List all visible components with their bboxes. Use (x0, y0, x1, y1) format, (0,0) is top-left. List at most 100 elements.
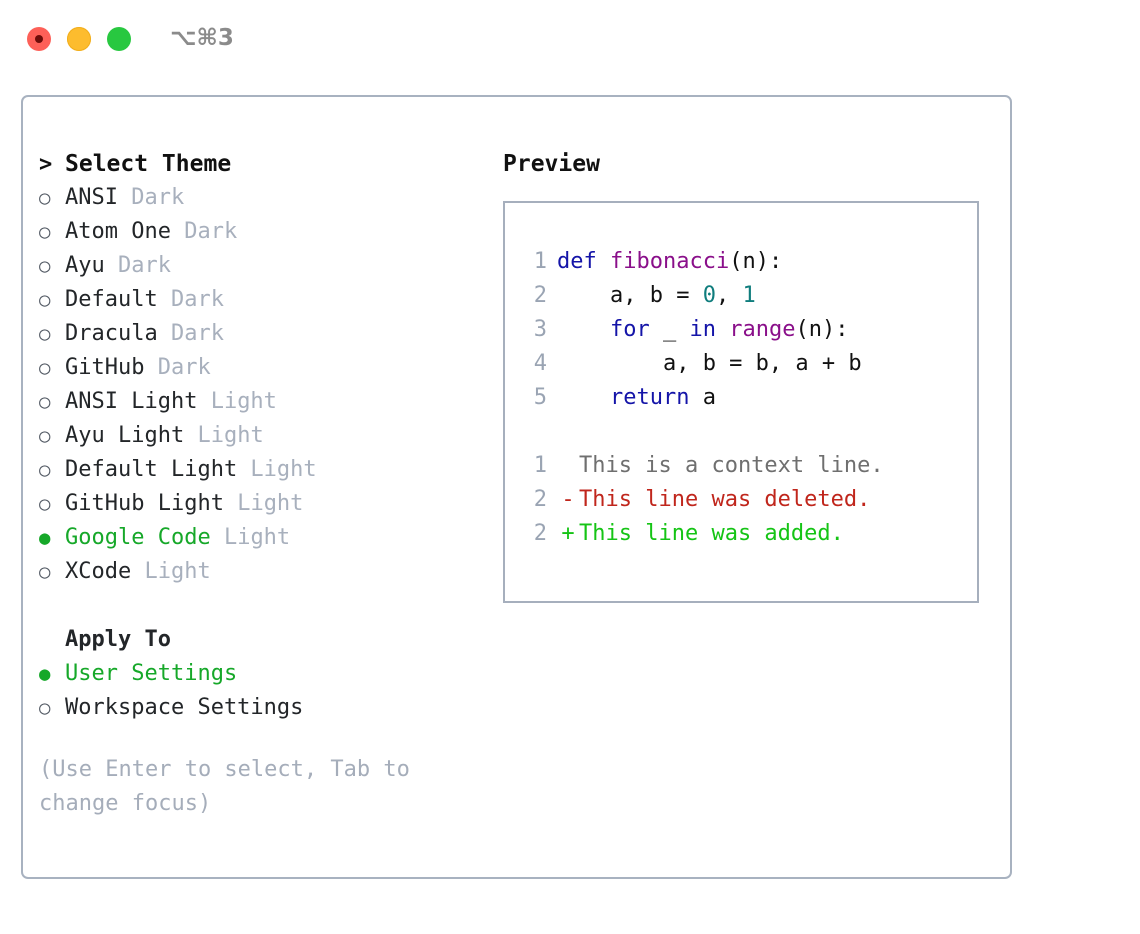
theme-picker-column: >Select Theme ○ANSI Dark○Atom One Dark○A… (39, 147, 479, 821)
code-text: a, b = 0, 1 (547, 283, 756, 308)
code-line: 1 def fibonacci(n): (505, 245, 977, 279)
code-token: def (557, 249, 597, 274)
theme-variant-badge: Light (131, 559, 211, 584)
code-token: a, b = (557, 283, 703, 308)
theme-name: Ayu (65, 253, 105, 278)
radio-unselected-icon[interactable]: ○ (39, 255, 51, 277)
close-icon (35, 35, 43, 43)
diff-text: -This line was deleted. (547, 487, 870, 512)
apply-to-title: Apply To (65, 627, 171, 652)
theme-name: Dracula (65, 321, 158, 346)
code-token (716, 317, 729, 342)
radio-selected-icon[interactable]: ● (39, 527, 51, 549)
code-token: a (689, 385, 716, 410)
code-token: return (609, 385, 690, 410)
code-token: 0 (702, 283, 716, 308)
code-token: a, b = b, a + b (557, 351, 862, 376)
theme-list-item[interactable]: ○GitHub Dark (39, 351, 479, 385)
code-line: 5 return a (505, 381, 977, 415)
theme-variant-badge: Light (237, 457, 317, 482)
line-number: 1 (533, 249, 547, 274)
apply-to-item[interactable]: ○Workspace Settings (39, 691, 479, 725)
apply-to-marker-placeholder: ○ (39, 623, 65, 657)
code-line: 4 a, b = b, a + b (505, 347, 977, 381)
theme-name: Default Light (65, 457, 238, 482)
radio-unselected-icon[interactable]: ○ (39, 323, 51, 345)
radio-unselected-icon[interactable]: ○ (39, 493, 51, 515)
radio-unselected-icon[interactable]: ○ (39, 289, 51, 311)
theme-name: GitHub Light (65, 491, 224, 516)
keyboard-shortcut-label: ⌥⌘3 (170, 25, 234, 51)
line-number: 4 (533, 351, 547, 376)
theme-name: ANSI Light (65, 389, 198, 414)
code-token: _ (649, 317, 690, 342)
minimize-button[interactable] (67, 27, 91, 51)
theme-variant-badge: Dark (157, 287, 224, 312)
radio-selected-icon[interactable]: ● (39, 663, 51, 685)
diff-marker-icon (557, 449, 579, 483)
theme-variant-badge: Dark (117, 185, 185, 210)
theme-name: ANSI (65, 185, 118, 210)
theme-list-item[interactable]: ○Ayu Dark (39, 249, 479, 283)
keyboard-hint: (Use Enter to select, Tab to change focu… (39, 757, 410, 816)
code-token (597, 249, 610, 274)
theme-list-item[interactable]: ○ ANSI Dark (39, 181, 479, 215)
code-token (557, 317, 610, 342)
theme-list-item[interactable]: ○Default Dark (39, 283, 479, 317)
preview-title: Preview (503, 151, 600, 177)
radio-unselected-icon[interactable]: ○ (39, 221, 51, 243)
diff-text: This is a context line. (547, 453, 884, 478)
diff-content: This is a context line. (579, 453, 884, 478)
diff-content: This line was added. (579, 521, 844, 546)
theme-list-item[interactable]: ○ ANSI Light Light (39, 385, 479, 419)
code-token: , (715, 283, 743, 308)
code-token: fibonacci (610, 249, 730, 274)
theme-list-item[interactable]: ○GitHub Light Light (39, 487, 479, 521)
theme-variant-badge: Light (197, 389, 277, 414)
radio-unselected-icon[interactable]: ○ (39, 697, 51, 719)
theme-list-item[interactable]: ●Google Code Light (39, 521, 479, 555)
code-token: (n): (729, 249, 783, 274)
theme-name: XCode (65, 559, 132, 584)
theme-list-item[interactable]: ○Dracula Dark (39, 317, 479, 351)
theme-list-item[interactable]: ○ Default Light Light (39, 453, 479, 487)
code-line: 2 a, b = 0, 1 (505, 279, 977, 313)
theme-list-item[interactable]: ○ XCode Light (39, 555, 479, 589)
maximize-button[interactable] (107, 27, 131, 51)
radio-unselected-icon[interactable]: ○ (39, 561, 51, 583)
apply-to-item[interactable]: ●User Settings (39, 657, 479, 691)
code-diff-separator (505, 415, 977, 449)
code-token: in (689, 317, 716, 342)
code-text: for _ in range(n): (547, 317, 848, 342)
code-text: return a (547, 385, 716, 410)
radio-unselected-icon[interactable]: ○ (39, 357, 51, 379)
radio-unselected-icon[interactable]: ○ (39, 391, 51, 413)
code-token (557, 385, 610, 410)
line-number: 5 (533, 385, 547, 410)
diff-line: 2-This line was deleted. (505, 483, 977, 517)
diff-line: 1 This is a context line. (505, 449, 977, 483)
theme-list: ○ANSI Dark○Atom One Dark○Ayu Dark○Defaul… (39, 181, 479, 589)
diff-content: This line was deleted. (579, 487, 871, 512)
theme-list-item[interactable]: ○Ayu Light Light (39, 419, 479, 453)
line-number: 2 (533, 487, 547, 512)
list-spacer (39, 589, 479, 623)
line-number: 2 (533, 521, 547, 546)
code-text: a, b = b, a + b (547, 351, 862, 376)
radio-unselected-icon[interactable]: ○ (39, 187, 51, 209)
theme-variant-badge: Dark (170, 219, 238, 244)
theme-name: Atom One (65, 219, 171, 244)
radio-unselected-icon[interactable]: ○ (39, 425, 51, 447)
theme-name: Google Code (65, 525, 211, 550)
page-title: Select Theme (65, 151, 232, 177)
prompt-icon: > (39, 152, 53, 177)
select-theme-header: > Select Theme (39, 147, 479, 181)
title-bar: ⌥⌘3 (0, 0, 1140, 78)
code-token: for (609, 317, 650, 342)
theme-list-item[interactable]: ○ Atom One Dark (39, 215, 479, 249)
radio-unselected-icon[interactable]: ○ (39, 459, 51, 481)
diff-sample: 1 This is a context line.2-This line was… (505, 449, 977, 551)
diff-marker-icon: - (561, 487, 575, 512)
